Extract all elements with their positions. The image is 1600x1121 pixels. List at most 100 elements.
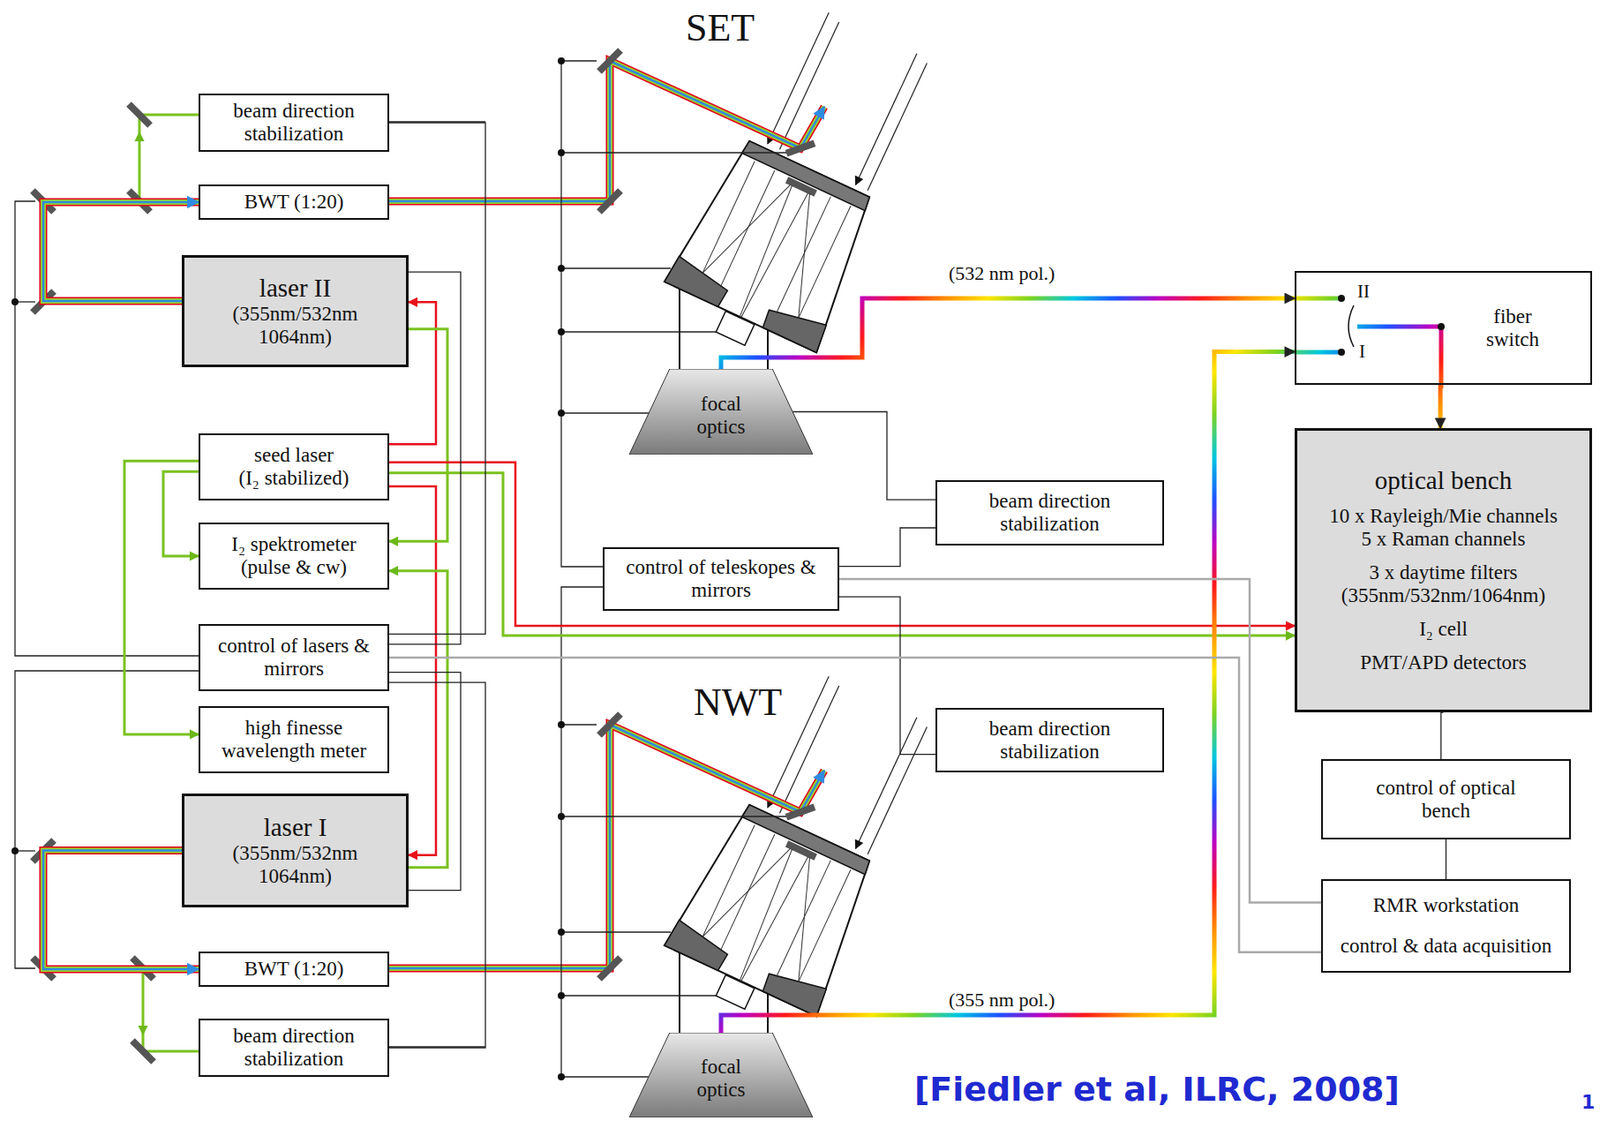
junction-dot: [557, 409, 565, 417]
mirror: [785, 139, 817, 157]
junction-dot: [557, 928, 565, 936]
mirror: [126, 101, 153, 128]
box-text: (355nm/532nm 1064nm): [229, 841, 362, 888]
light-ray: [727, 185, 801, 330]
beam-red: [43, 850, 199, 970]
light-ray: [702, 166, 791, 292]
trapezoid-fill: [629, 368, 813, 455]
light-ray: [720, 170, 775, 287]
wire: [561, 267, 671, 269]
wire: [561, 723, 597, 725]
junction-dot: [557, 1073, 565, 1081]
connector: [1445, 839, 1447, 879]
wire: [561, 330, 717, 332]
fiber-label: (355 nm pol.): [946, 988, 1058, 1012]
beam-red: [389, 60, 825, 202]
box-title: focal optics: [681, 1055, 761, 1102]
focus-box: [715, 975, 755, 1010]
wire: [561, 60, 597, 61]
connector: [839, 578, 1322, 903]
light-ray: [798, 205, 851, 318]
incoming-light: [867, 63, 927, 191]
connector: [389, 122, 486, 634]
telescope-name: SET: [685, 5, 755, 51]
box-text: I₂ cell: [1419, 617, 1468, 641]
incoming-light: [856, 717, 917, 849]
box-title: high finesse wavelength meter: [205, 716, 383, 763]
beam-blue: [389, 724, 825, 969]
incoming-light: [856, 53, 917, 186]
beam-blue: [43, 850, 199, 970]
beam-red: [43, 202, 199, 301]
box-text: 10 x Rayleigh/Mie channels: [1329, 504, 1558, 528]
wire: [561, 1075, 649, 1077]
box-title: control of lasers & mirrors: [205, 634, 383, 681]
light-ray: [735, 852, 809, 997]
connector: [163, 471, 199, 556]
fiber: [1294, 350, 1342, 355]
wire: [561, 151, 789, 153]
box-title: laser II: [259, 273, 331, 303]
junction-dot: [557, 991, 565, 1000]
fiber-connector: [721, 298, 1295, 369]
wire: [15, 201, 199, 656]
box-title: laser I: [263, 812, 328, 842]
process-box: control of lasers & mirrors: [198, 623, 390, 692]
process-box: beam direction stabilization: [198, 1018, 390, 1077]
support-leg: [678, 288, 681, 371]
box-title: control of teleskopes & mirrors: [615, 555, 827, 602]
process-box: I₂ spektrometer(pulse & cw): [198, 522, 390, 590]
process-box: control of teleskopes & mirrors: [602, 547, 840, 611]
focus-box: [715, 311, 755, 346]
junction-dot: [557, 812, 565, 820]
beam-connector: [43, 202, 199, 301]
box-title: beam direction stabilization: [948, 717, 1152, 764]
box-title: RMR workstation: [1373, 893, 1519, 917]
box-text: (pulse & cw): [240, 555, 347, 579]
tube-outline: [664, 133, 886, 353]
connector: [792, 412, 936, 501]
light-ray: [702, 161, 755, 274]
mirror: [785, 803, 817, 820]
port-label: II: [1357, 280, 1370, 303]
junction-dot: [557, 328, 565, 336]
incoming-light: [767, 12, 829, 144]
mirror: [596, 187, 624, 215]
instrument-box: laser I(355nm/532nm 1064nm): [181, 793, 409, 908]
instrument-box: optical bench10 x Rayleigh/Mie channels5…: [1294, 428, 1593, 713]
laser-beam: [389, 724, 825, 969]
box-text: (355nm/532nm 1064nm): [229, 302, 362, 349]
telescope-name: NWT: [693, 679, 782, 725]
wire: [561, 586, 603, 1077]
process-box: BWT (1:20): [198, 951, 390, 987]
telescope: [654, 661, 950, 1038]
light-ray: [702, 830, 791, 955]
connector: [389, 473, 1295, 636]
connector: [124, 460, 199, 735]
junction-dot: [557, 721, 565, 729]
primary-mirror: [761, 963, 829, 1016]
wire: [15, 670, 199, 969]
box-title: beam direction stabilization: [205, 99, 383, 146]
port-label: I: [1359, 340, 1366, 363]
process-box: fiber switch: [1294, 270, 1593, 385]
focal-optics-block: focal optics: [629, 368, 813, 455]
process-box: RMR workstationcontrol & data acquisitio…: [1321, 878, 1571, 973]
connector: [839, 596, 936, 754]
wire: [561, 994, 717, 996]
process-box: beam direction stabilization: [935, 480, 1165, 546]
switch-arrow: [1348, 305, 1354, 347]
beam-connector: [43, 850, 199, 970]
junction-dot: [557, 149, 565, 157]
telescope-tube: [654, 661, 950, 1038]
box-text: 5 x Raman channels: [1361, 527, 1526, 551]
primary-mirror: [761, 300, 829, 353]
box-title: fiber switch: [1477, 305, 1548, 352]
process-box: control of optical bench: [1321, 758, 1571, 840]
box-text: 3 x daytime filters (355nm/532nm/1064nm): [1302, 561, 1585, 608]
box-title: focal optics: [681, 392, 761, 439]
light-ray: [735, 188, 809, 333]
light-ray: [702, 825, 755, 938]
telescope: [654, 0, 950, 375]
telescope-tube: [654, 0, 950, 375]
